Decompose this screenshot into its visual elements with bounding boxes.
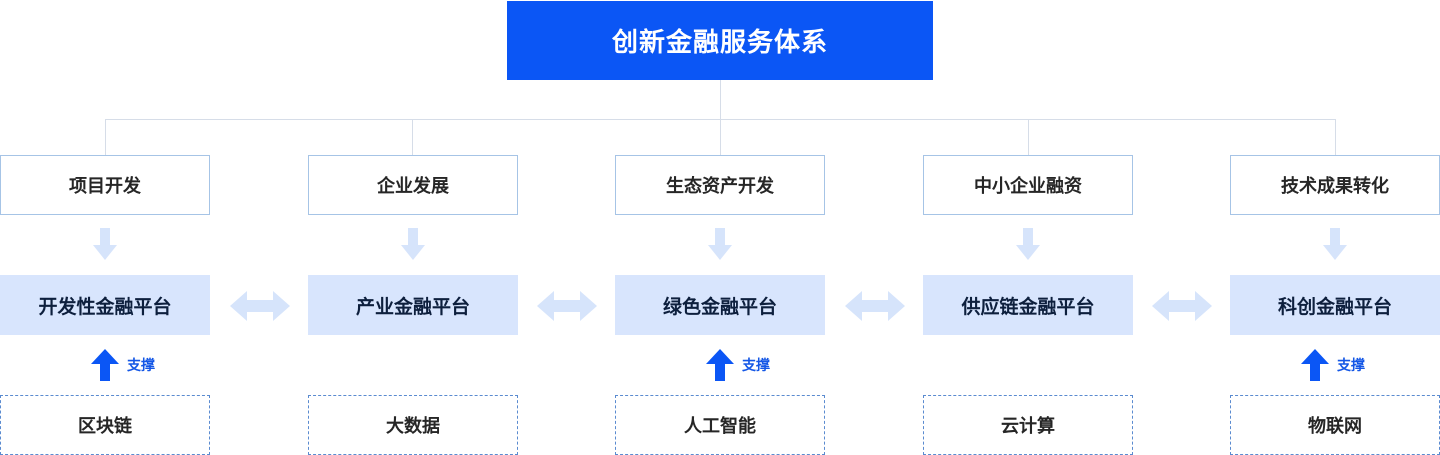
platform-box-5: 科创金融平台: [1230, 275, 1440, 335]
down-arrow-icon: [401, 228, 425, 260]
down-arrow-icon: [1016, 228, 1040, 260]
connector-trunk: [720, 80, 721, 120]
tech-box-3: 人工智能: [615, 395, 825, 455]
support-label: 支撑: [742, 358, 770, 374]
support-indicator-5: 支撑: [1301, 349, 1365, 381]
support-indicator-3: 支撑: [706, 349, 770, 381]
support-indicator-1: 支撑: [91, 349, 155, 381]
connector-branch-2: [412, 119, 413, 155]
up-arrow-icon: [706, 349, 734, 381]
goal-box-4: 中小企业融资: [923, 155, 1133, 215]
connector-branch-1: [105, 119, 106, 155]
double-arrow-icon: [1152, 291, 1212, 321]
root-title: 创新金融服务体系: [507, 1, 933, 80]
platform-box-1: 开发性金融平台: [0, 275, 210, 335]
goal-box-3: 生态资产开发: [615, 155, 825, 215]
down-arrow-icon: [1323, 228, 1347, 260]
down-arrow-icon: [93, 228, 117, 260]
tech-box-5: 物联网: [1230, 395, 1440, 455]
goal-box-5: 技术成果转化: [1230, 155, 1440, 215]
tech-box-2: 大数据: [308, 395, 518, 455]
platform-box-2: 产业金融平台: [308, 275, 518, 335]
platform-box-3: 绿色金融平台: [615, 275, 825, 335]
support-label: 支撑: [127, 358, 155, 374]
double-arrow-icon: [230, 291, 290, 321]
connector-branch-5: [1335, 119, 1336, 155]
goal-box-1: 项目开发: [0, 155, 210, 215]
platform-box-4: 供应链金融平台: [923, 275, 1133, 335]
connector-branch-4: [1028, 119, 1029, 155]
up-arrow-icon: [91, 349, 119, 381]
tech-box-1: 区块链: [0, 395, 210, 455]
up-arrow-icon: [1301, 349, 1329, 381]
goal-box-2: 企业发展: [308, 155, 518, 215]
connector-branch-3: [720, 119, 721, 155]
support-label: 支撑: [1337, 358, 1365, 374]
tech-box-4: 云计算: [923, 395, 1133, 455]
double-arrow-icon: [845, 291, 905, 321]
down-arrow-icon: [708, 228, 732, 260]
double-arrow-icon: [537, 291, 597, 321]
